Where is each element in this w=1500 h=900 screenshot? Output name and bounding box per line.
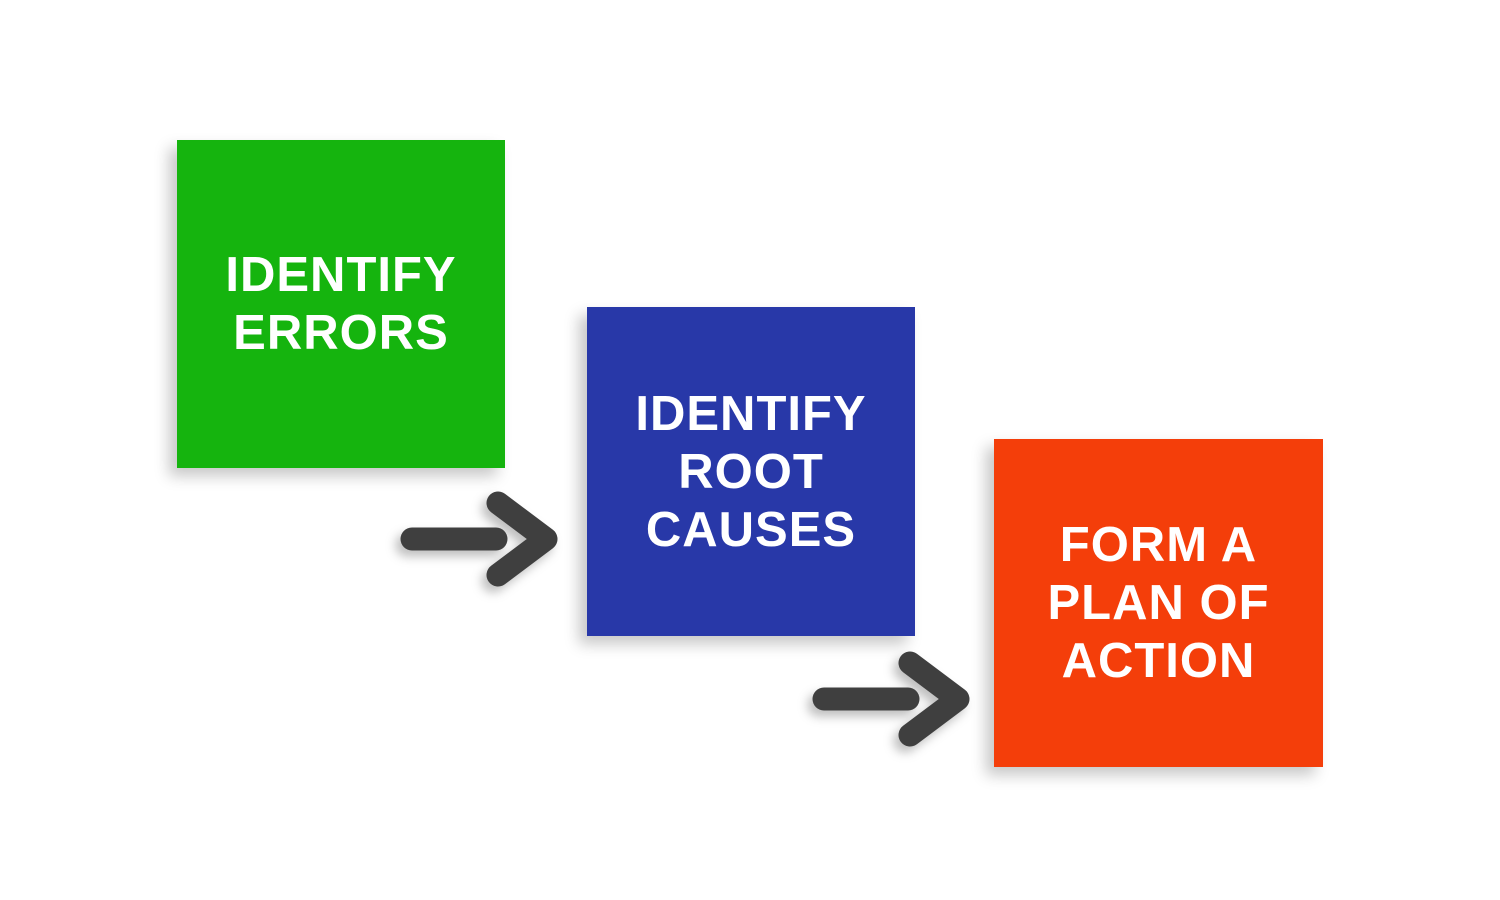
- step-identify-root-causes-label: IDENTIFY ROOT CAUSES: [635, 386, 867, 557]
- right-arrow-icon: [812, 651, 970, 747]
- step-identify-errors-label: IDENTIFY ERRORS: [225, 248, 457, 360]
- right-arrow-icon: [400, 491, 558, 587]
- step-form-plan-of-action: FORM A PLAN OF ACTION: [994, 439, 1323, 767]
- step-identify-errors: IDENTIFY ERRORS: [177, 140, 505, 468]
- step-form-plan-of-action-label: FORM A PLAN OF ACTION: [1047, 518, 1270, 688]
- step-identify-root-causes: IDENTIFY ROOT CAUSES: [587, 307, 915, 636]
